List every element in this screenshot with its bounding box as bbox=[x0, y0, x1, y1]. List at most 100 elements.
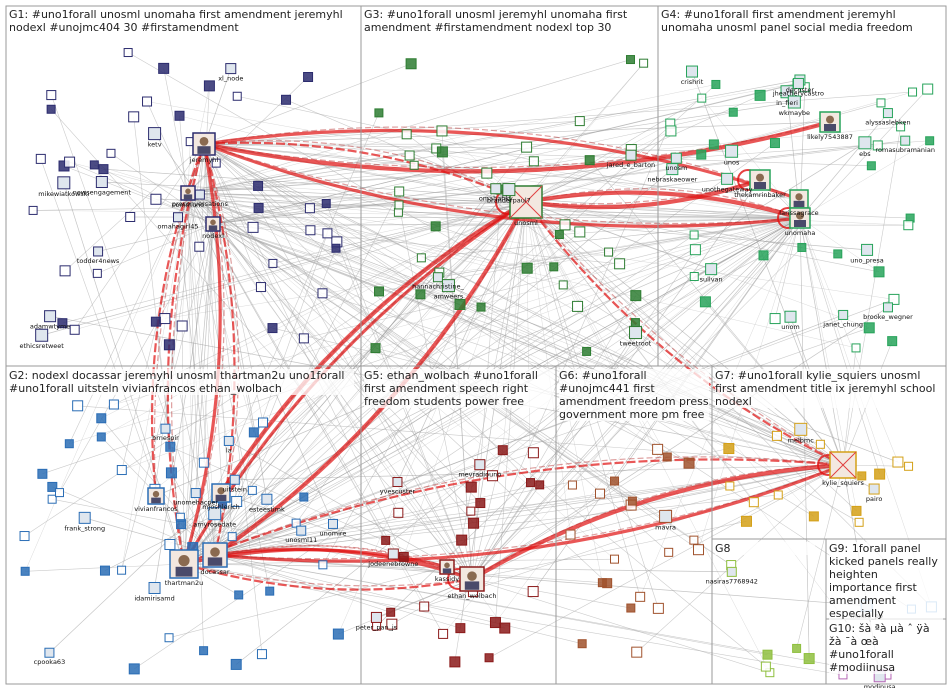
edge bbox=[391, 578, 473, 625]
edge bbox=[41, 201, 527, 336]
node-label: jheatherycastro bbox=[772, 89, 824, 97]
node-nebraskaeower bbox=[666, 163, 679, 176]
node-label: ethan_wolbach bbox=[448, 592, 497, 600]
node-label: omahahky bbox=[479, 195, 513, 203]
node-avatar bbox=[409, 160, 419, 170]
node-in_fieri bbox=[780, 85, 794, 99]
node-avatar bbox=[211, 158, 221, 168]
node-avatar bbox=[256, 649, 267, 660]
node-avatar bbox=[689, 230, 699, 240]
node-label: brnespir bbox=[152, 434, 179, 442]
node-tweetroot bbox=[629, 326, 643, 340]
node-wkmaybe bbox=[787, 95, 801, 109]
avatar-body bbox=[207, 557, 223, 566]
node-avatar bbox=[232, 91, 242, 101]
node-omahahky bbox=[490, 183, 502, 195]
edge-strong bbox=[182, 143, 222, 565]
node-avatar bbox=[47, 481, 58, 492]
avatar-body bbox=[464, 581, 480, 590]
node-label: mikewiatkowski bbox=[38, 190, 89, 198]
node-avatar bbox=[697, 93, 707, 103]
edge-strong bbox=[203, 128, 800, 201]
node-xl_node bbox=[225, 63, 237, 75]
edge bbox=[214, 494, 779, 556]
node-avatar bbox=[740, 515, 752, 527]
edge bbox=[471, 578, 770, 673]
node-label: docassar bbox=[200, 568, 229, 576]
node-avatar bbox=[689, 272, 699, 282]
node-avatar bbox=[37, 468, 48, 479]
node-avatar bbox=[230, 658, 242, 670]
node-avatar bbox=[892, 456, 904, 468]
node-label: amweers bbox=[434, 293, 464, 301]
node-label: mavra bbox=[655, 523, 676, 531]
node-avatar bbox=[317, 288, 328, 299]
edge bbox=[203, 143, 531, 483]
node-brooke_wegner bbox=[882, 302, 893, 313]
node-avatar bbox=[436, 146, 448, 158]
edge bbox=[203, 143, 669, 553]
node-unosml11 bbox=[296, 525, 307, 536]
node-avatar bbox=[662, 452, 672, 462]
node-avatar bbox=[887, 336, 898, 347]
node-label: kylie_squiers bbox=[822, 479, 864, 487]
node-avatar bbox=[559, 219, 571, 231]
node-avatar bbox=[699, 296, 711, 308]
node-label: jodeenebrowne bbox=[367, 560, 418, 568]
avatar-body bbox=[197, 146, 211, 154]
edge bbox=[134, 217, 801, 670]
edge-strong bbox=[220, 201, 527, 494]
node-label: peter_pan_js bbox=[356, 623, 398, 631]
node-label: frank_strong bbox=[64, 524, 105, 532]
node-avatar bbox=[652, 602, 664, 614]
node-avatar bbox=[20, 566, 30, 576]
node-janet_chung bbox=[838, 309, 849, 320]
edge bbox=[214, 130, 672, 556]
node-label: in_fieri bbox=[776, 99, 798, 107]
group-label-g3: G3: #uno1forall unosml jeremyhl unomaha … bbox=[364, 8, 654, 34]
edge bbox=[74, 201, 527, 331]
node-avatar bbox=[253, 180, 264, 191]
avatar-head bbox=[152, 490, 160, 498]
edge bbox=[74, 143, 205, 330]
edge bbox=[183, 142, 866, 565]
node-avatar bbox=[386, 607, 396, 617]
node-avatar bbox=[69, 324, 80, 335]
edge-strong bbox=[203, 142, 801, 228]
node-la bbox=[223, 435, 234, 446]
node-avatar bbox=[565, 529, 576, 540]
node-avatar bbox=[19, 531, 30, 542]
node-label: branderpaul7 bbox=[487, 197, 531, 205]
edge bbox=[406, 134, 844, 466]
edge bbox=[799, 217, 810, 659]
edge-strong bbox=[471, 464, 844, 580]
node-avatar bbox=[521, 141, 533, 153]
node-avatar bbox=[165, 467, 177, 479]
node-avatar bbox=[708, 139, 719, 150]
node-avatar bbox=[630, 290, 642, 302]
node-avatar bbox=[497, 445, 508, 456]
node-omahagirl45 bbox=[172, 212, 183, 223]
edge bbox=[97, 223, 214, 252]
edge bbox=[212, 149, 632, 225]
node-unomehacper bbox=[190, 488, 201, 499]
node-esteestimk bbox=[261, 493, 273, 505]
edge bbox=[693, 464, 844, 541]
edge bbox=[214, 314, 844, 556]
edge bbox=[183, 142, 776, 565]
avatar-body bbox=[208, 225, 218, 231]
node-avatar bbox=[873, 266, 885, 278]
node-label: unothegateway bbox=[702, 185, 753, 193]
node-avatar bbox=[253, 202, 264, 213]
edge bbox=[187, 126, 901, 194]
edge bbox=[187, 192, 862, 477]
edge bbox=[525, 201, 815, 517]
node-avatar bbox=[574, 116, 585, 127]
node-label: todder4news bbox=[77, 257, 120, 265]
node-avatar bbox=[281, 94, 292, 105]
node-label: yvescuster bbox=[380, 488, 416, 496]
edge bbox=[564, 217, 801, 226]
edge bbox=[183, 563, 505, 629]
node-avatar bbox=[484, 653, 494, 663]
